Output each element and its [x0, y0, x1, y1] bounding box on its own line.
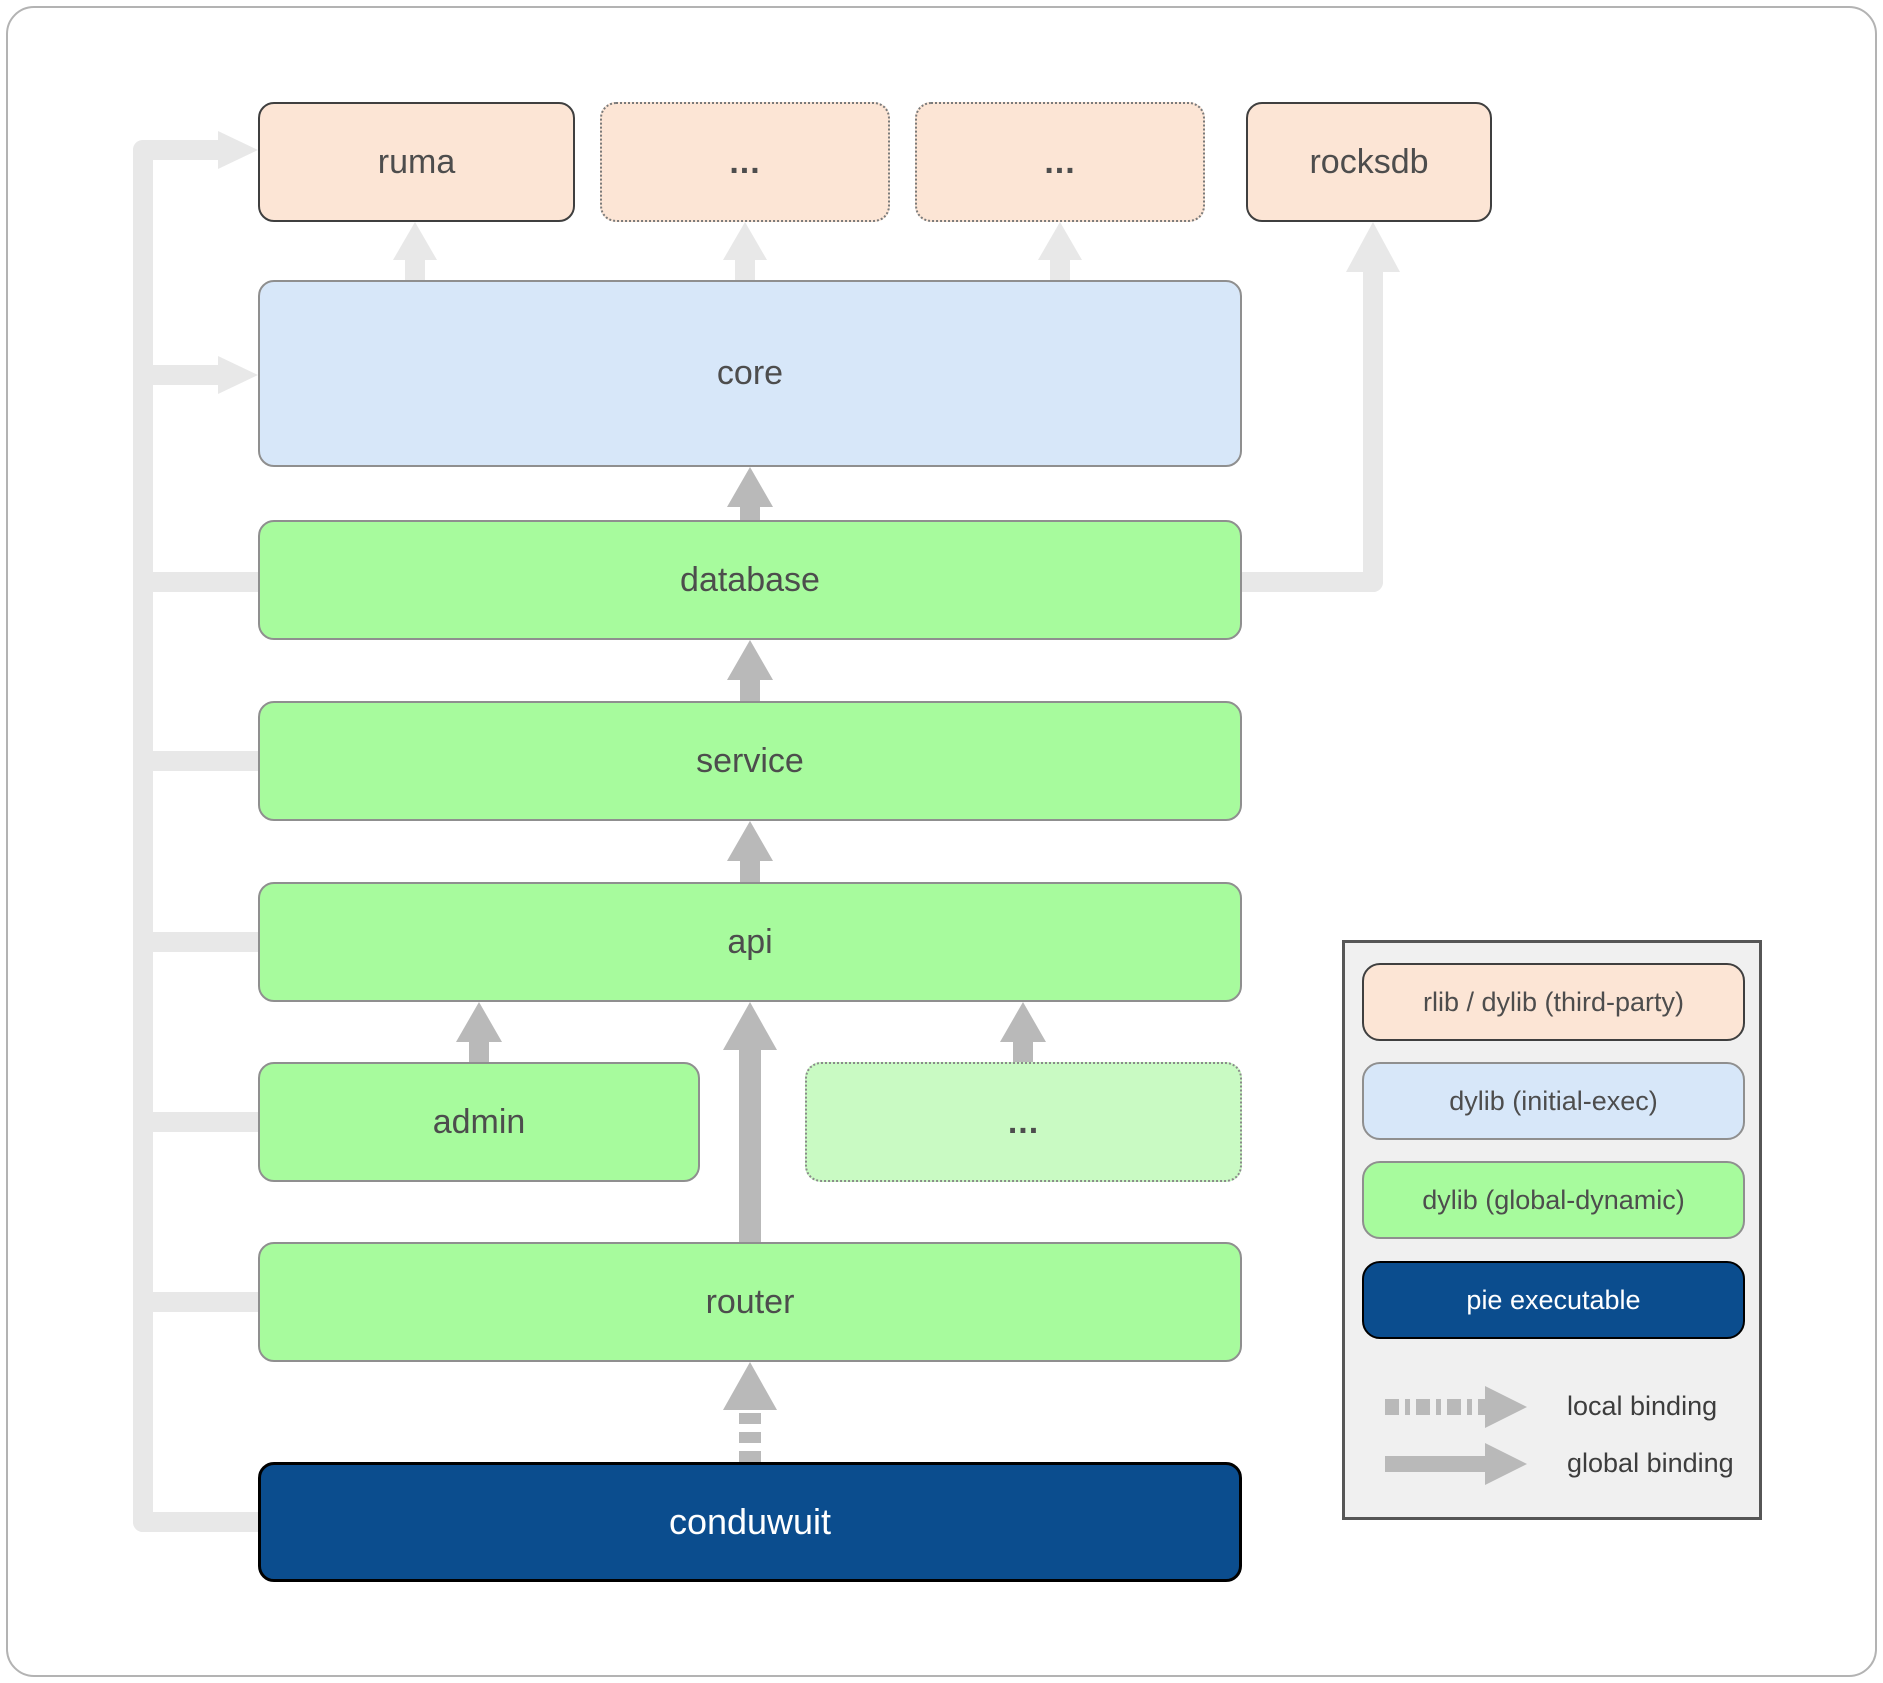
legend-label: rlib / dylib (third-party) — [1422, 986, 1685, 1017]
legend-label: dylib (initial-exec) — [1449, 1085, 1658, 1116]
legend-swatch-pie-executable: pie executable — [1362, 1261, 1745, 1339]
node-ellipsis-label: ... — [1044, 142, 1076, 181]
node-ellipsis-label: ... — [1007, 1102, 1040, 1141]
trunk-branch-database — [153, 572, 258, 592]
legend-label: dylib (global-dynamic) — [1422, 1184, 1685, 1215]
node-thirdparty-ellipsis-1: ... — [600, 102, 890, 222]
node-router-label: router — [705, 1282, 795, 1321]
edge-database-rocksdb-horizontal — [1242, 572, 1383, 592]
edge-core-dots2-shaft — [1050, 258, 1070, 280]
node-service-label: service — [696, 741, 804, 780]
legend-label: pie executable — [1466, 1284, 1641, 1315]
node-ruma-label: ruma — [377, 142, 456, 181]
edge-conduwuit-router-shaft-dashed — [739, 1410, 761, 1462]
trunk-branch-admin — [153, 1112, 258, 1132]
arrowhead-into-ruma — [218, 131, 258, 169]
edge-core-dots1-head — [723, 222, 767, 260]
node-ruma: ruma — [258, 102, 575, 222]
global-binding-arrow-icon — [1385, 1456, 1485, 1472]
edge-core-ruma-shaft — [405, 258, 425, 280]
edge-database-rocksdb-vertical — [1363, 272, 1383, 592]
local-binding-arrow-icon — [1385, 1399, 1485, 1415]
trunk-branch-api — [153, 932, 258, 952]
edge-api-service-shaft — [740, 859, 760, 882]
node-thirdparty-ellipsis-2: ... — [915, 102, 1205, 222]
node-ellipsis-label: ... — [729, 142, 761, 181]
edge-core-dots1-shaft — [735, 258, 755, 280]
legend-local-binding-label: local binding — [1567, 1391, 1718, 1421]
node-api-label: api — [727, 922, 773, 961]
node-router: router — [258, 1242, 1242, 1362]
node-rocksdb-label: rocksdb — [1309, 142, 1429, 181]
trunk-branch-service — [153, 751, 258, 771]
node-service-ellipsis: ... — [805, 1062, 1242, 1182]
node-core-label: core — [716, 354, 784, 392]
trunk-branch-router — [153, 1292, 258, 1312]
node-core: core — [258, 280, 1242, 467]
node-api: api — [258, 882, 1242, 1002]
node-database-label: database — [680, 560, 820, 599]
edge-database-core-shaft — [740, 505, 760, 520]
edge-dotsadmin-api-head — [1000, 1002, 1046, 1042]
arrowhead-into-rocksdb — [1346, 222, 1400, 272]
edge-api-service-head — [727, 821, 773, 861]
edge-router-api-shaft — [739, 1048, 761, 1242]
node-conduwuit: conduwuit — [258, 1462, 1242, 1582]
node-admin: admin — [258, 1062, 700, 1182]
local-binding-arrowhead-icon — [1485, 1386, 1527, 1428]
edge-database-core-head — [727, 467, 773, 507]
legend-panel: rlib / dylib (third-party) dylib (initia… — [1342, 940, 1762, 1520]
edge-service-database-shaft — [740, 678, 760, 701]
edge-conduwuit-router-head — [723, 1362, 777, 1410]
node-service: service — [258, 701, 1242, 821]
edge-router-api-head — [723, 1002, 777, 1050]
legend-global-binding-label: global binding — [1567, 1448, 1734, 1478]
global-binding-arrowhead-icon — [1485, 1443, 1527, 1485]
node-rocksdb: rocksdb — [1246, 102, 1492, 222]
edge-core-ruma-head — [393, 222, 437, 260]
node-database: database — [258, 520, 1242, 640]
trunk-line-vertical — [133, 140, 153, 1532]
edge-dotsadmin-api-shaft — [1013, 1040, 1033, 1062]
legend-swatch-thirdparty: rlib / dylib (third-party) — [1362, 963, 1745, 1041]
legend-swatch-global-dynamic: dylib (global-dynamic) — [1362, 1161, 1745, 1239]
edge-admin-api-head — [456, 1002, 502, 1042]
node-admin-label: admin — [432, 1102, 526, 1141]
node-conduwuit-label: conduwuit — [668, 1501, 832, 1542]
edge-core-dots2-head — [1038, 222, 1082, 260]
edge-admin-api-shaft — [469, 1040, 489, 1062]
trunk-line-conduwuit — [133, 1512, 258, 1532]
trunk-branch-core — [153, 365, 220, 385]
trunk-line-top — [133, 140, 220, 160]
edge-service-database-head — [727, 640, 773, 680]
arrowhead-into-core — [218, 356, 258, 394]
legend-swatch-initial-exec: dylib (initial-exec) — [1362, 1062, 1745, 1140]
